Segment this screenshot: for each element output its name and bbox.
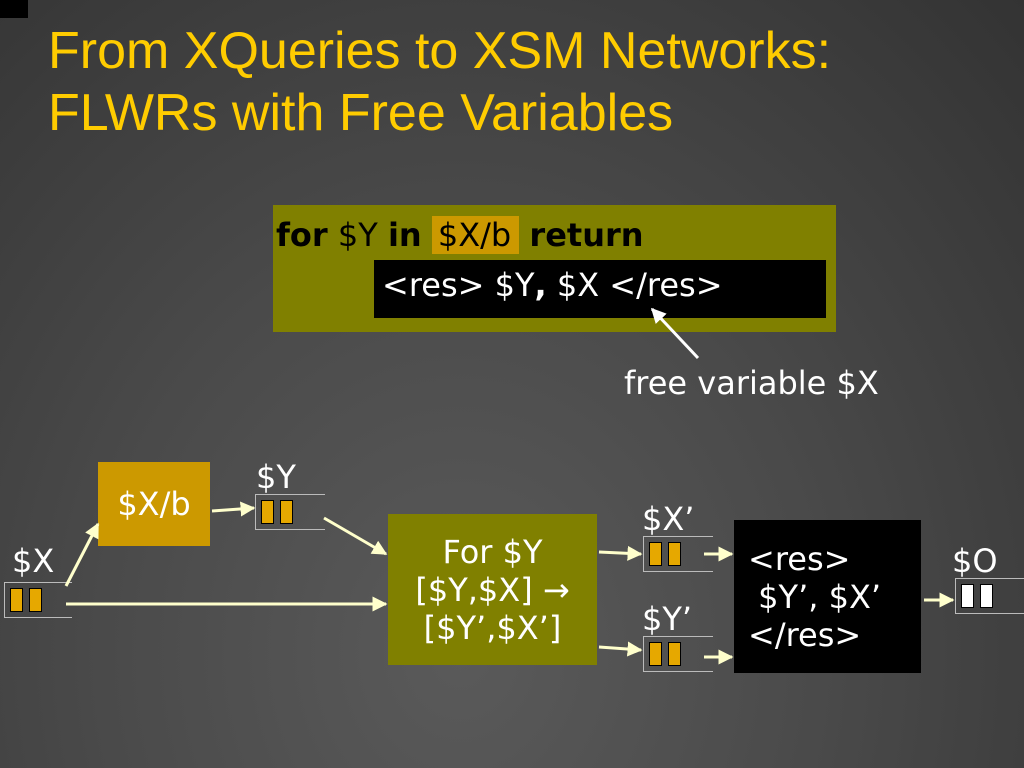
for-node-line-3: [$Y’,$X’] <box>423 608 562 647</box>
arrow-for-to-yprime <box>598 641 643 657</box>
queue-cell <box>29 588 42 612</box>
query-body-pre: <res> $Y <box>382 266 535 304</box>
arrow-x-to-path <box>64 522 100 587</box>
arrow-y-to-for <box>323 516 388 556</box>
queue-cell <box>280 500 293 524</box>
query-path-highlight: $X/b <box>431 216 520 254</box>
queue-cell <box>668 542 681 566</box>
for-node-line-2: [$Y,$X] → <box>415 570 570 609</box>
title-line-1: From XQueries to XSM Networks: <box>48 22 832 80</box>
queue-cell <box>980 584 993 608</box>
y-stream-label: $Y <box>256 458 296 496</box>
queue-cell <box>649 642 662 666</box>
queue-output <box>955 578 1024 614</box>
free-variable-annotation: free variable $X <box>624 364 879 402</box>
title-line-2: FLWRs with Free Variables <box>48 84 674 142</box>
keyword-for: for <box>276 216 328 254</box>
query-var-y: $Y <box>327 216 388 254</box>
queue-cell <box>961 584 974 608</box>
query-line-2: <res> $Y, $X </res> <box>374 260 826 318</box>
keyword-in: in <box>387 216 422 254</box>
keyword-return: return <box>529 216 644 254</box>
for-node-line-1: For $Y <box>442 532 543 571</box>
query-line-1: for $Y in $X/b return <box>276 213 644 257</box>
path-node-label: $X/b <box>117 485 191 523</box>
res-node: <res> $Y’, $X’ </res> <box>734 520 921 673</box>
path-node: $X/b <box>98 462 210 546</box>
res-node-line-3: </res> <box>748 615 862 654</box>
annotation-pointer-arrow <box>650 307 700 360</box>
query-body-comma: , <box>534 266 547 304</box>
for-node: For $Y [$Y,$X] → [$Y’,$X’] <box>388 514 597 665</box>
query-body-post: $X </res> <box>546 266 723 304</box>
output-label: $O <box>952 542 998 580</box>
slide-title: From XQueries to XSM Networks: FLWRs wit… <box>48 20 831 144</box>
queue-cell <box>668 642 681 666</box>
res-node-line-1: <res> <box>748 539 851 578</box>
queue-cell <box>649 542 662 566</box>
res-node-line-2: $Y’, $X’ <box>748 577 882 616</box>
queue-cell <box>10 588 23 612</box>
queue-y <box>255 494 325 530</box>
arrow-path-to-y <box>211 501 256 517</box>
input-label: $X <box>12 542 55 580</box>
corner-mark <box>0 0 28 18</box>
queue-y-prime <box>643 636 713 672</box>
arrow-for-to-xprime <box>598 545 643 561</box>
x-prime-label: $X’ <box>642 500 695 538</box>
queue-x-prime <box>643 536 713 572</box>
queue-input-x <box>4 582 72 618</box>
queue-cell <box>261 500 274 524</box>
y-prime-label: $Y’ <box>642 600 693 638</box>
